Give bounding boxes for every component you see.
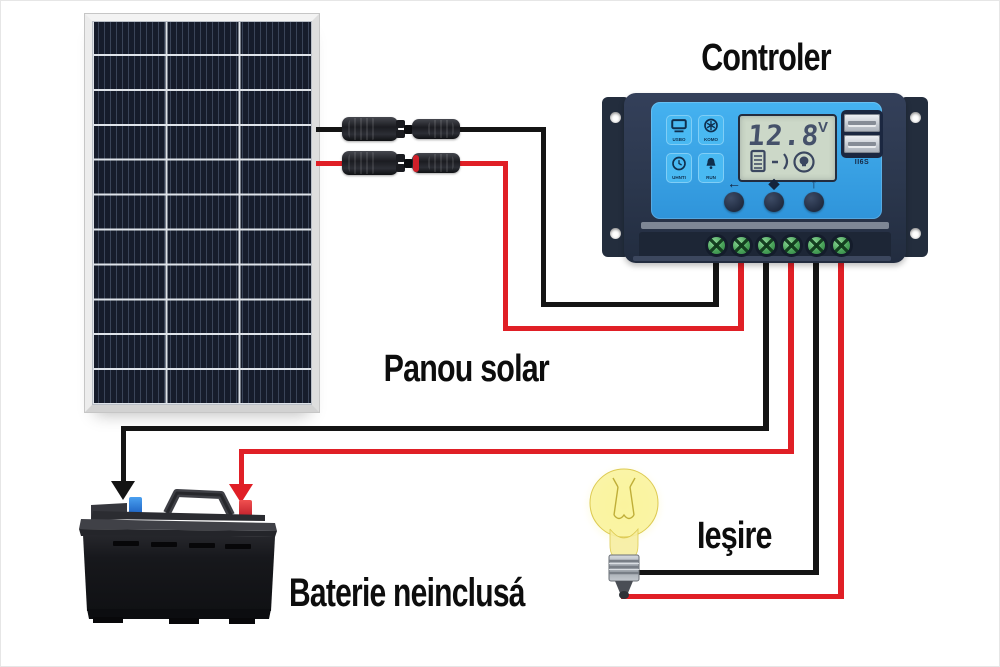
mc4-prong [396,164,405,172]
mc4-pin [404,125,413,134]
wire-pv-negative-seg1 [316,127,348,132]
wire-pv-positive-seg1 [316,161,348,166]
wire-pv-negative-seg2 [456,127,546,132]
tile-screen: USBO [666,115,692,145]
wire-battery-positive-seg2 [239,449,794,454]
mc4-body [342,151,398,175]
tile-label: UHNTI [672,175,686,181]
mc4-prong [396,120,405,128]
up-button [804,192,824,212]
wire-pv-negative-seg5 [713,261,719,307]
wire-battery-positive-seg3 [239,449,244,485]
controller-bottom-edge [633,256,891,261]
up-arrow-symbol: ↑ [810,175,818,191]
mc4-prong [396,154,405,162]
controller-label: Controler [701,37,831,79]
terminal-pv-negative [708,237,725,254]
terminal-battery-negative [758,237,775,254]
usb-ports-housing [841,110,883,158]
lcd-display: 12.8 V [738,114,837,182]
battery-negative-arrow [111,481,135,500]
battery-vents [113,541,251,549]
wire-pv-positive-seg5 [738,261,744,331]
mounting-hole [610,112,621,123]
battery-rim-lip [79,529,277,537]
usb-slot [848,142,876,148]
terminal-battery-positive [783,237,800,254]
voltage-unit: V [817,119,828,136]
mounting-hole [910,112,921,123]
battery-casing [91,511,265,521]
controller-trim-strip [641,222,889,229]
menu-diamond-symbol: ◆ [768,175,780,191]
wire-battery-negative-seg1 [763,261,769,431]
clock-icon [672,156,686,171]
wire-load-positive-seg2 [621,594,844,599]
wire-load-positive-seg1 [838,261,844,599]
lcd-status-icons [750,149,815,173]
wire-pv-negative-seg3 [541,127,546,307]
tile-label: KOMO [703,137,719,143]
wire-load-negative-seg2 [637,570,819,575]
terminal-load-negative [808,237,825,254]
tile-clock: UHNTI [666,153,692,183]
wire-pv-positive-seg3 [503,161,508,331]
tile-bell: RUN [698,153,724,183]
battery-label: Baterie neinclusá [289,571,525,615]
terminal-load-positive [833,237,850,254]
battery-positive-arrow [229,484,253,503]
mc4-ridge [428,154,454,172]
mc4-ridge [348,118,378,140]
battery-positive-terminal [239,500,252,517]
mc4-prong [396,130,405,138]
mc4-body [342,117,398,141]
solar-panel-label: Panou solar [383,348,549,390]
wire-pv-positive-seg4 [503,326,744,331]
menu-button [764,192,784,212]
tile-snowflake: KOMO [698,115,724,145]
tile-label: RUN [706,175,716,181]
screen-icon [671,119,687,133]
light-bulb [566,447,682,599]
mc4-red-oring [413,155,419,172]
solar-panel-cells [92,21,312,405]
usb-slot [848,121,876,127]
left-button [724,192,744,212]
bulb-filament [612,477,636,520]
wire-pv-positive-seg2 [456,161,508,166]
load-bulb-icon [793,151,815,173]
mc4-body [412,119,460,139]
arc-icon [783,153,789,170]
mc4-pin [404,159,413,168]
bell-icon [706,157,716,169]
wire-load-negative-seg1 [813,261,819,575]
usb-port-2 [844,135,880,153]
wire-battery-negative-seg2 [121,426,769,431]
usb-label: II6S [854,159,870,166]
tile-label: USBO [672,137,686,143]
snowflake-icon [704,118,718,133]
battery [79,489,277,624]
usb-port-1 [844,114,880,132]
mc4-body [412,153,460,173]
mc4-ridge [428,120,454,138]
battery-gauge-icon [750,149,766,173]
battery-base [87,609,271,619]
solar-panel [84,13,320,413]
left-arrow-symbol: ← [727,175,741,191]
mounting-hole [610,228,621,239]
voltage-readout: 12.8 [746,119,821,152]
wire-battery-negative-seg3 [121,426,126,483]
battery-body [83,535,275,611]
wire-battery-positive-seg1 [788,261,794,453]
battery-negative-terminal [129,497,142,515]
wire-pv-negative-seg4 [541,302,719,307]
terminal-pv-positive [733,237,750,254]
bulb-glass [589,468,659,538]
battery-rim [79,519,277,531]
mc4-ridge [348,152,378,174]
output-label: Ieşire [697,515,772,557]
mounting-hole [910,228,921,239]
bulb-base-tip [615,581,633,593]
